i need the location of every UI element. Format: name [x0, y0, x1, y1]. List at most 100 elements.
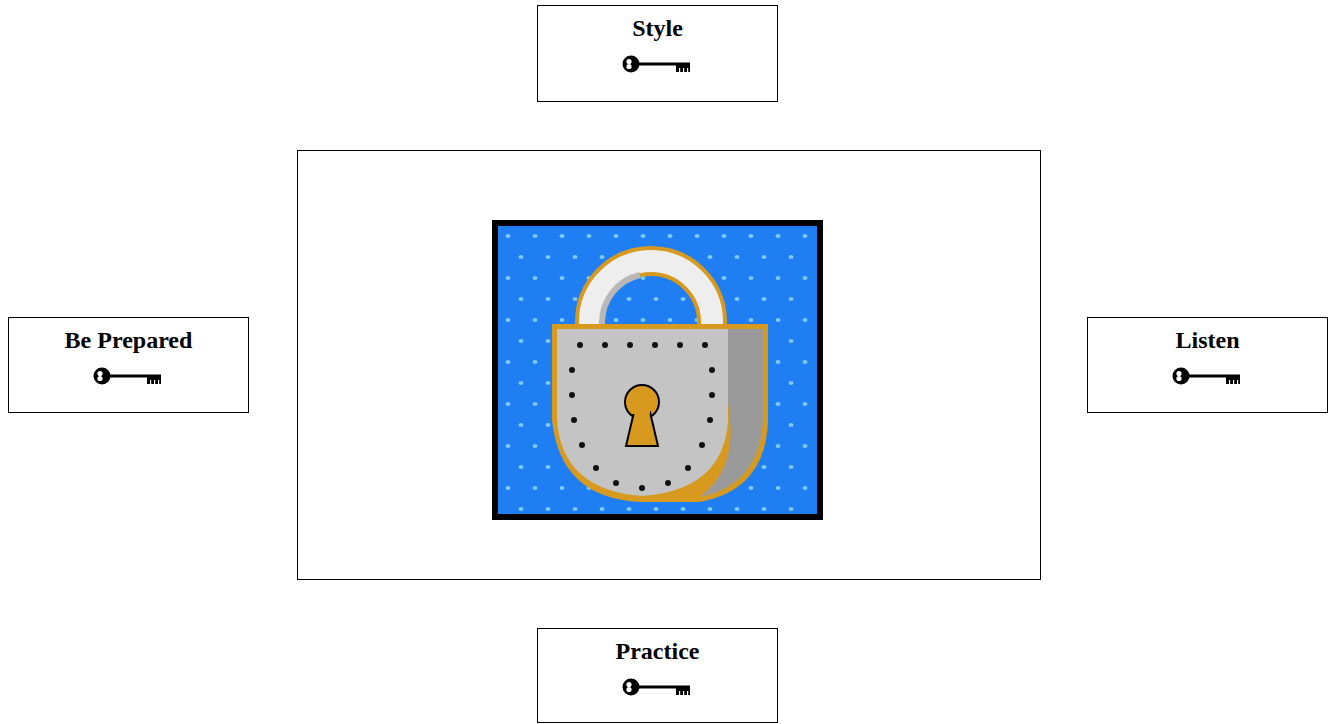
tile-dot	[546, 465, 551, 469]
key-hole	[97, 371, 102, 376]
tile-dot	[533, 486, 538, 490]
tile-dot	[546, 339, 551, 343]
key-icon	[93, 366, 165, 386]
rivet	[593, 465, 599, 471]
tile-dot	[654, 507, 659, 511]
key-icon	[622, 54, 694, 74]
tile-dot	[681, 507, 686, 511]
key-notch	[683, 691, 684, 695]
tile-dot	[573, 297, 578, 301]
tile-dot	[546, 381, 551, 385]
keyhole	[625, 385, 659, 419]
key-bow	[622, 56, 639, 73]
key-notch	[150, 380, 151, 384]
tile-dot	[614, 234, 619, 238]
key-label: Listen	[1175, 326, 1239, 354]
tile-dot	[735, 255, 740, 259]
rivet	[652, 342, 658, 348]
tile-dot	[533, 402, 538, 406]
tile-dot	[519, 507, 524, 511]
key-hole	[626, 682, 631, 687]
key-hole	[1176, 376, 1181, 381]
tile-dot	[641, 318, 646, 322]
tile-dot	[776, 276, 781, 280]
tile-dot	[803, 360, 808, 364]
tile-dot	[776, 318, 781, 322]
rivet	[685, 465, 691, 471]
tile-dot	[708, 255, 713, 259]
tile-dot	[506, 360, 511, 364]
rivet	[627, 342, 633, 348]
tile-dot	[776, 360, 781, 364]
tile-dot	[749, 234, 754, 238]
tile-dot	[681, 297, 686, 301]
tile-dot	[641, 234, 646, 238]
keyhole-slot	[626, 412, 658, 446]
tile-dot	[506, 318, 511, 322]
key-hole	[626, 59, 631, 64]
tile-dot	[722, 276, 727, 280]
tile-dot	[776, 486, 781, 490]
tile-dot	[506, 444, 511, 448]
key-notch	[1229, 380, 1230, 384]
tile-dot	[600, 255, 605, 259]
key-bit	[147, 377, 161, 384]
rivet	[639, 485, 645, 491]
tile-dot	[533, 360, 538, 364]
tile-dot	[573, 507, 578, 511]
tile-dot	[546, 255, 551, 259]
key-box: Practice	[537, 628, 778, 723]
tile-dot	[627, 507, 632, 511]
tile-dot	[735, 297, 740, 301]
key-label: Style	[632, 14, 683, 42]
tile-dot	[546, 507, 551, 511]
key-hole	[626, 687, 631, 692]
tile-dot	[560, 276, 565, 280]
tile-dot	[600, 507, 605, 511]
tile-dot	[695, 234, 700, 238]
body-outline	[552, 324, 768, 502]
key-notch	[683, 68, 684, 72]
rivet	[699, 442, 705, 448]
key-notch	[679, 691, 680, 695]
tile-dot	[749, 318, 754, 322]
tile-dot	[762, 255, 767, 259]
tile-dot	[519, 255, 524, 259]
tile-dot	[668, 318, 673, 322]
rivet	[665, 480, 671, 486]
tile-dot	[560, 234, 565, 238]
tile-dots	[506, 234, 808, 511]
keyhole-join	[632, 410, 650, 414]
tile-dot	[533, 276, 538, 280]
tile-dot	[560, 318, 565, 322]
rivet	[707, 417, 713, 423]
tile-dot	[803, 486, 808, 490]
rivet	[602, 342, 608, 348]
key-notch	[1237, 380, 1238, 384]
tile-dot	[722, 234, 727, 238]
key-notch	[158, 380, 159, 384]
body-rivets	[569, 342, 715, 491]
tile-dot	[803, 318, 808, 322]
tile-dot	[749, 276, 754, 280]
key-label: Be Prepared	[65, 326, 193, 354]
tile-dot	[762, 507, 767, 511]
tile-dot	[506, 276, 511, 280]
rivet	[571, 417, 577, 423]
tile-dot	[654, 297, 659, 301]
key-hole	[97, 376, 102, 381]
tile-dot	[776, 444, 781, 448]
key-bit	[676, 65, 690, 72]
key-notch	[154, 380, 155, 384]
tile-dot	[533, 444, 538, 448]
key-icon	[622, 677, 694, 697]
rivet	[702, 342, 708, 348]
key-box: Be Prepared	[8, 317, 249, 413]
tile-dot	[789, 423, 794, 427]
tile-dot	[519, 381, 524, 385]
tile-dot	[803, 276, 808, 280]
key-icon	[1172, 366, 1244, 386]
tile-dot	[519, 297, 524, 301]
rivet	[709, 367, 715, 373]
